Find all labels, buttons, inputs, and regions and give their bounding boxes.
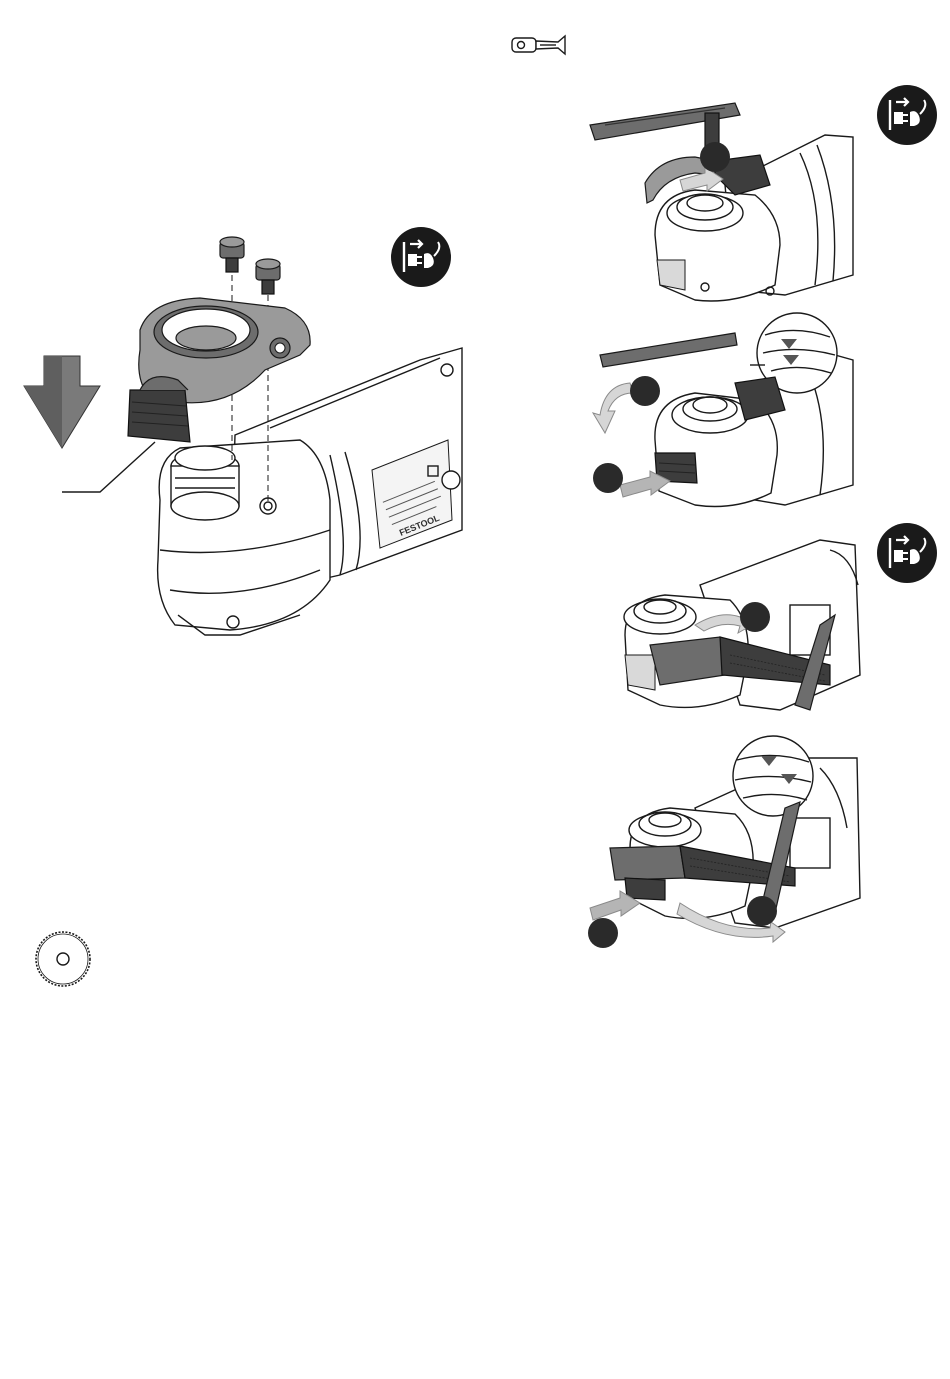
callout-2 (747, 896, 777, 926)
step-d-figure (585, 728, 870, 958)
unplug-mains-icon (876, 84, 938, 146)
callout-1 (588, 918, 618, 948)
step-a-figure (585, 95, 865, 310)
callout-1 (740, 602, 770, 632)
saw-blade-icon (32, 928, 94, 990)
unplug-mains-icon (876, 522, 938, 584)
callout-2 (593, 463, 623, 493)
guard-mounting-figure: FESTOOL (0, 230, 480, 650)
detail-zoom-circle (733, 736, 813, 816)
callout-1 (700, 142, 730, 172)
screwdriver-bit-icon (510, 32, 570, 58)
down-arrow-icon (24, 356, 100, 448)
step-b-figure (585, 305, 865, 515)
callout-1 (630, 376, 660, 406)
step-c-figure (600, 525, 870, 725)
screw-icon (220, 237, 244, 272)
screw-icon (256, 259, 280, 294)
